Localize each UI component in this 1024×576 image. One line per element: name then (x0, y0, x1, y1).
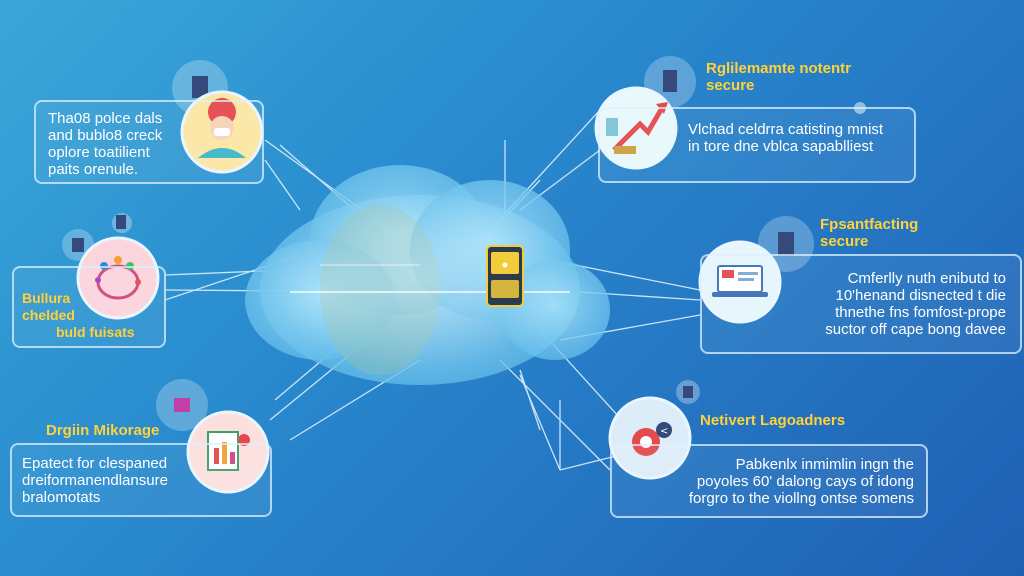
bottom-left-card: Epatect for clespaned dreiformanendlansu… (10, 443, 272, 517)
security-chip-icon (486, 245, 524, 307)
card-line: oplore toatilient (48, 144, 150, 161)
card-line: poyoles 60' dalong cays of idong (696, 473, 914, 490)
svg-text:<: < (660, 426, 668, 437)
bottom-right-card: Pabkenlx inmimlin ingn the poyoles 60' d… (610, 444, 928, 518)
card-line: Vlchad celdrra catisting mnist (688, 121, 884, 138)
card-line: and bublo8 creck (48, 127, 163, 144)
title-line: Bullura (22, 290, 71, 306)
title-line: buld fuisats (56, 324, 135, 340)
bottom-right-title: Netivert Lagoadners (700, 412, 846, 429)
title-line: Fpsantfacting (820, 216, 919, 233)
top-right-card: Vlchad celdrra catisting mnist in tore d… (598, 107, 916, 183)
card-line: Cmferlly nuth enibutd to (847, 270, 1006, 287)
title-line: Rglilemamte notentr (706, 60, 852, 77)
card-line: 10'henand disnected t die (835, 287, 1006, 304)
card-line: suctor off cape bong davee (825, 321, 1006, 338)
title-line: chelded (22, 307, 75, 323)
card-line: Pabkenlx inmimlin ingn the (735, 456, 914, 473)
top-right-title: Rglilemamte notentr secure (706, 60, 851, 94)
card-line: in tore dne vblca sapablliest (688, 138, 874, 155)
middle-left-card (12, 266, 166, 348)
title-line: secure (706, 77, 755, 94)
top-left-card: Tha08 polce dals and bublo8 creck oplore… (34, 100, 264, 184)
central-cloud (245, 165, 610, 385)
card-line: thnethe fns fomfost-prope (835, 304, 1006, 321)
title-line: secure (820, 233, 869, 250)
bottom-left-title: Drgiin Mikorage (46, 422, 160, 439)
card-line: paits orenule. (48, 161, 139, 178)
gear-target-icon: < (608, 396, 692, 480)
card-line: bralomotats (22, 489, 101, 506)
document-chart-icon (186, 410, 270, 494)
card-line: Tha08 polce dals (48, 110, 163, 127)
middle-left-title: Bullura chelded buld fuisats (22, 290, 135, 341)
card-line: dreiformanendlansure (22, 472, 168, 489)
middle-right-title: Fpsantfacting secure (820, 216, 918, 250)
card-line: forgro to the viollng ontse somens (688, 490, 914, 507)
colorful-gadget-icon (76, 236, 160, 320)
card-line: Epatect for clespaned (22, 455, 168, 472)
laptop-icon (698, 240, 782, 324)
middle-right-card: Cmferlly nuth enibutd to 10'henand disne… (700, 254, 1022, 354)
